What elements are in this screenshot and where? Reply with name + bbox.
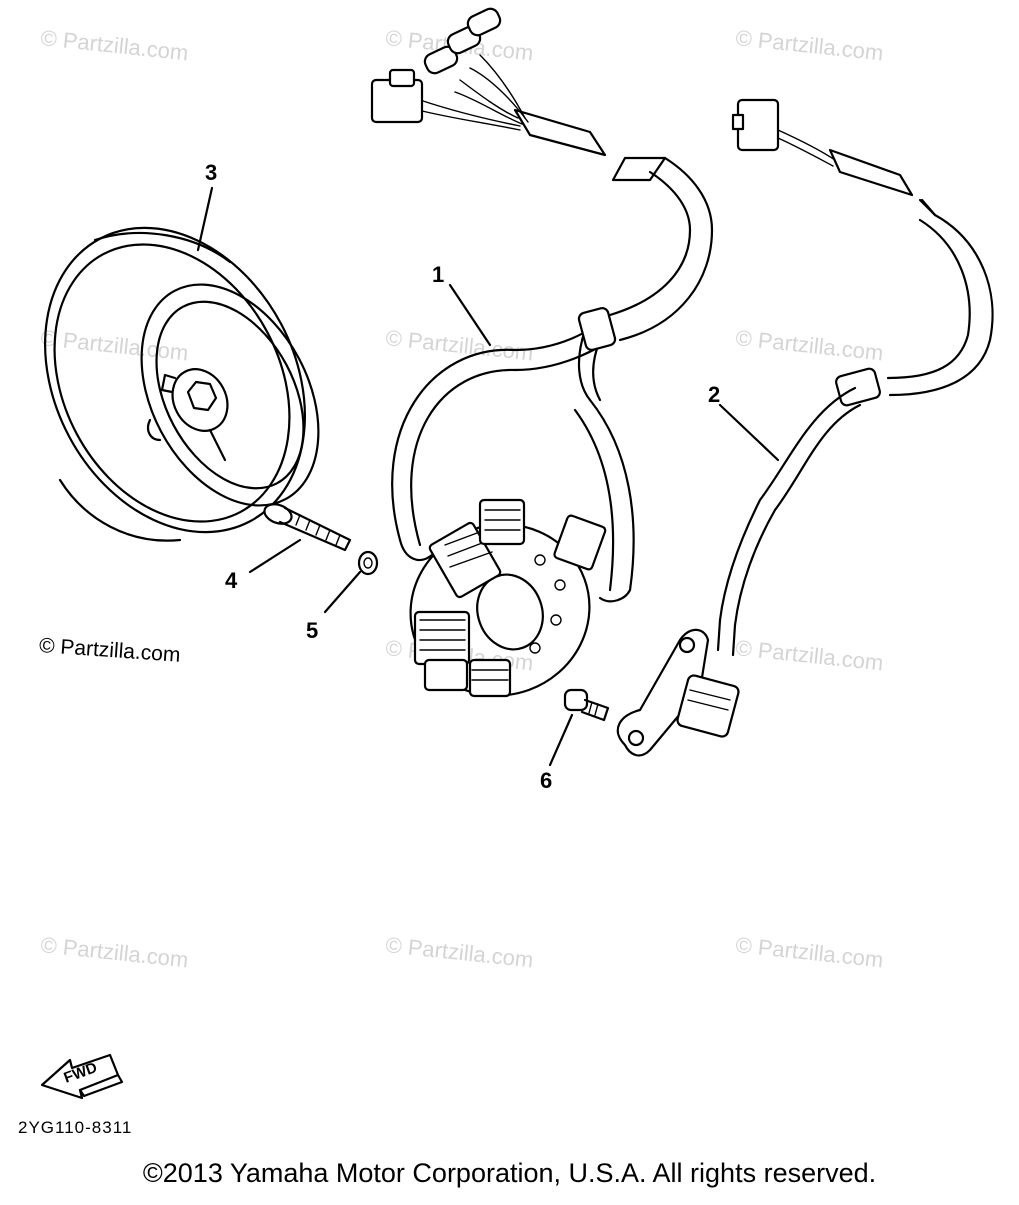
watermark: © Partzilla.com	[734, 932, 884, 972]
callout-1: 1	[432, 262, 444, 287]
part-number: 2YG110-8311	[18, 1118, 133, 1137]
callout-labels: 1 2 3 4 5 6	[205, 160, 720, 793]
watermark: © Partzilla.com	[39, 325, 189, 365]
copyright-notice: ©2013 Yamaha Motor Corporation, U.S.A. A…	[142, 1158, 877, 1188]
watermark-group: © Partzilla.com © Partzilla.com © Partzi…	[39, 25, 884, 972]
watermark: © Partzilla.com	[734, 635, 884, 675]
callout-5: 5	[306, 618, 318, 643]
watermark: © Partzilla.com	[384, 325, 534, 365]
rotor-flywheel-drawing	[44, 226, 320, 542]
watermark: © Partzilla.com	[734, 325, 884, 365]
callout-3: 3	[205, 160, 217, 185]
watermark: © Partzilla.com	[734, 25, 884, 65]
callout-6: 6	[540, 768, 552, 793]
leader-lines	[196, 186, 780, 767]
watermark: © Partzilla.com	[39, 25, 189, 65]
fasteners-drawing	[263, 503, 610, 722]
watermark: © Partzilla.com	[384, 932, 534, 972]
watermark: © Partzilla.com	[39, 932, 189, 972]
pickup-coil-drawing	[616, 98, 994, 757]
callout-4: 4	[225, 568, 238, 593]
fwd-arrow: FWD	[40, 1053, 124, 1100]
callout-2: 2	[708, 382, 720, 407]
stator-assembly-drawing	[370, 7, 714, 698]
